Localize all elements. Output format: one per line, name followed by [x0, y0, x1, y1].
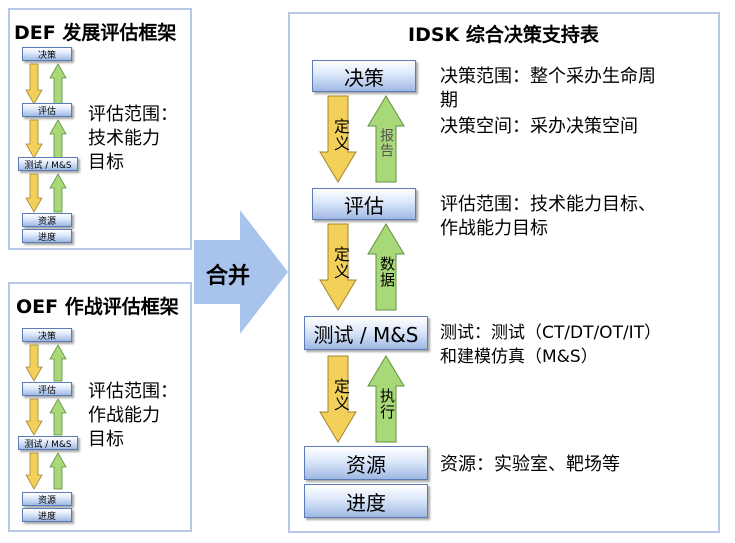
idsk-desc-5: 作战能力目标	[440, 218, 548, 239]
def-scope-line-2: 技术能力	[88, 128, 160, 149]
oef-box-resource: 资源	[22, 492, 72, 506]
def-arrow-down-3	[25, 173, 43, 213]
oef-scope-line-3: 目标	[88, 429, 124, 450]
idsk-box-resource: 资源	[304, 446, 428, 480]
def-panel: DEF 发展评估框架 决策 评估 测试 / M&S 资源 进度 评估范围： 技术…	[8, 8, 192, 250]
def-scope-line-1: 评估范围：	[88, 104, 178, 125]
oef-arrow-up-1	[49, 344, 67, 382]
def-arrow-down-1	[25, 63, 43, 105]
idsk-desc-4: 评估范围：技术能力目标、	[440, 194, 656, 215]
oef-arrow-up-2	[49, 398, 67, 436]
idsk-arrow-up-3-label: 执行	[378, 388, 396, 420]
oef-arrow-down-2	[25, 398, 43, 436]
oef-box-test: 测试 / M&S	[18, 436, 78, 450]
idsk-desc-8: 资源：实验室、靶场等	[440, 454, 620, 475]
oef-title: OEF 作战评估框架	[16, 296, 179, 318]
oef-arrow-down-1	[25, 344, 43, 382]
oef-box-assessment: 评估	[22, 382, 72, 396]
idsk-box-schedule: 进度	[304, 484, 428, 518]
def-box-test: 测试 / M&S	[18, 157, 78, 171]
def-box-resource: 资源	[22, 213, 72, 227]
idsk-arrow-up-2-label: 数据	[378, 256, 396, 288]
idsk-desc-1: 决策范围：整个采办生命周	[440, 66, 656, 87]
oef-box-decision: 决策	[22, 328, 72, 342]
idsk-arrow-down-2	[319, 223, 357, 311]
idsk-arrow-up-1-label: 报告	[378, 128, 394, 158]
idsk-arrow-down-2-label: 定义	[331, 246, 350, 280]
idsk-arrow-up-3	[367, 355, 405, 443]
oef-panel: OEF 作战评估框架 决策 评估 测试 / M&S 资源 进度 评估范围： 作战…	[8, 282, 192, 532]
oef-arrow-down-3	[25, 452, 43, 490]
def-arrow-up-1	[49, 63, 67, 105]
oef-scope-line-2: 作战能力	[88, 405, 160, 426]
merge-label: 合并	[206, 264, 251, 289]
def-box-assessment: 评估	[22, 103, 72, 117]
idsk-arrow-down-3	[319, 355, 357, 443]
def-arrow-down-2	[25, 119, 43, 159]
def-scope-line-3: 目标	[88, 152, 124, 173]
idsk-title: IDSK 综合决策支持表	[408, 24, 599, 46]
def-arrow-up-2	[49, 119, 67, 159]
idsk-arrow-up-1	[367, 95, 405, 183]
idsk-panel: IDSK 综合决策支持表 决策 定义 报告 评估 定义 数据 测试 / M&S …	[288, 12, 720, 533]
def-arrow-up-3	[49, 173, 67, 213]
idsk-arrow-down-1-label: 定义	[331, 118, 350, 152]
def-title: DEF 发展评估框架	[14, 22, 177, 44]
oef-arrow-up-3	[49, 452, 67, 490]
def-box-decision: 决策	[22, 47, 72, 61]
idsk-desc-3: 决策空间：采办决策空间	[440, 116, 638, 137]
oef-box-schedule: 进度	[22, 508, 72, 522]
idsk-desc-2: 期	[440, 90, 458, 111]
def-box-schedule: 进度	[22, 229, 72, 243]
idsk-box-assessment: 评估	[312, 188, 416, 220]
merge-arrow	[194, 210, 288, 334]
idsk-arrow-down-1	[319, 95, 357, 183]
idsk-box-decision: 决策	[312, 60, 416, 92]
oef-scope-line-1: 评估范围：	[88, 381, 178, 402]
idsk-desc-6: 测试：测试（CT/DT/OT/IT）	[440, 323, 662, 343]
idsk-arrow-up-2	[367, 223, 405, 311]
idsk-arrow-down-3-label: 定义	[331, 378, 350, 412]
idsk-box-test: 测试 / M&S	[304, 316, 428, 350]
idsk-desc-7: 和建模仿真（M&S）	[440, 347, 598, 367]
